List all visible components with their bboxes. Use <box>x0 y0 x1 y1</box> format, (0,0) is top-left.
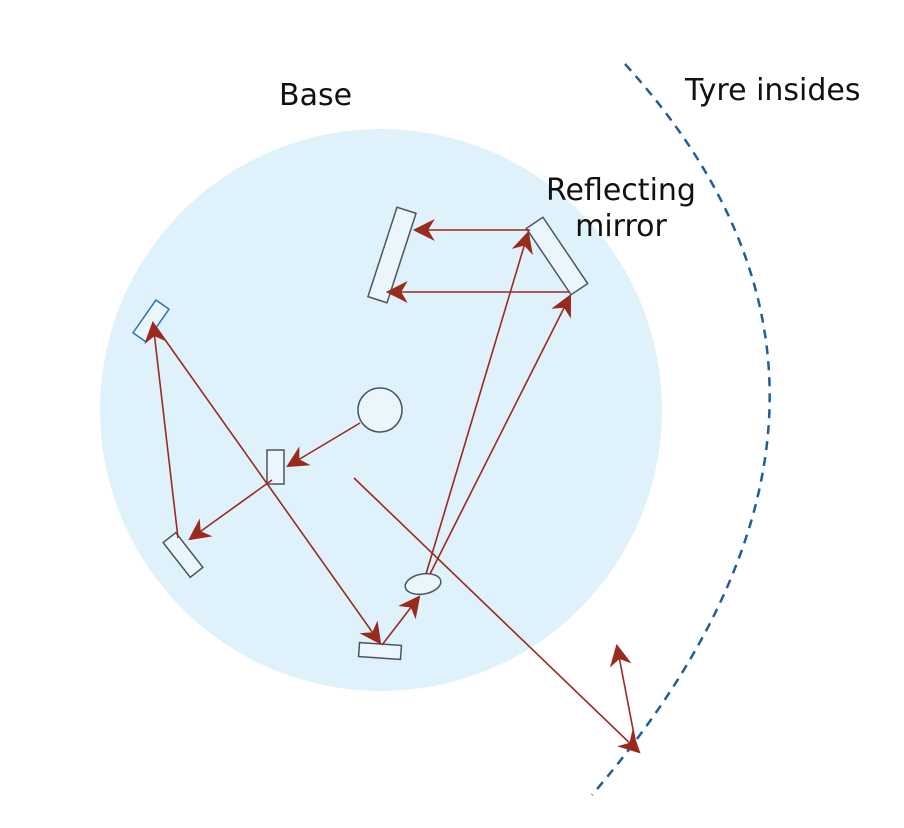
beam-tyre-reflection <box>609 643 637 746</box>
reflecting-mirror <box>525 216 589 296</box>
beam-splitter <box>266 449 285 485</box>
beam-bottom-to-lens <box>381 595 421 646</box>
base-label: Base <box>279 78 353 113</box>
beam-lens-to-mirror-upper <box>425 230 533 575</box>
detector-bar <box>367 206 417 304</box>
reflecting-mirror-label: Reflecting mirror <box>546 173 696 245</box>
beam-paths <box>144 219 641 754</box>
beam-source-to-splitter <box>286 422 361 468</box>
beam-lens-to-mirror-lower <box>429 294 571 575</box>
beam-center-to-tyre <box>353 477 641 754</box>
mirror-bottom <box>357 641 403 661</box>
reflecting-mirror-label-line1: Reflecting <box>546 173 696 208</box>
lens <box>404 572 442 596</box>
tyre-inside-arc <box>591 63 771 796</box>
beam-splitter-to-lower-left <box>188 479 273 541</box>
mirror-lower-left <box>162 531 204 579</box>
beam-upper-left-to-bottom <box>155 326 382 645</box>
tyre-insides-label: Tyre insides <box>685 73 861 108</box>
reflecting-mirror-label-line2: mirror <box>575 209 667 244</box>
light-source <box>357 387 403 433</box>
beam-lower-left-to-upper-left <box>144 320 179 539</box>
